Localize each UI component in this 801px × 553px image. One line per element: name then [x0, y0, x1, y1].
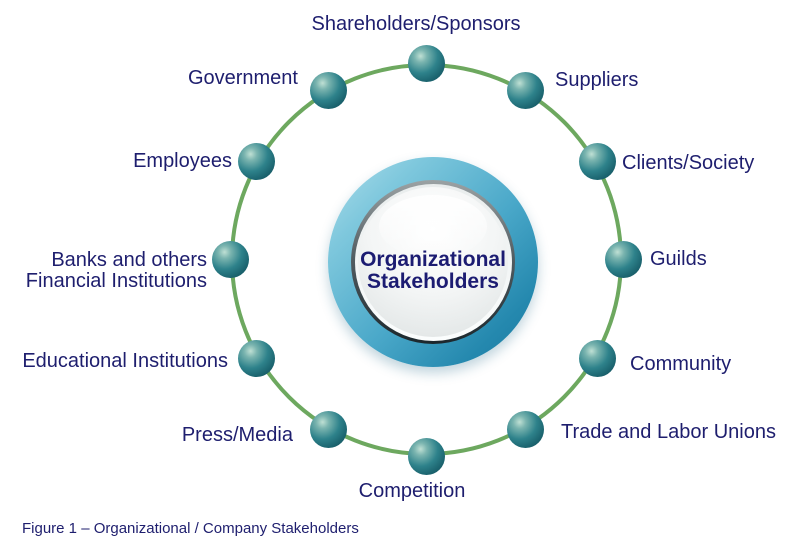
center-button: Organizational Stakeholders: [328, 157, 538, 367]
stakeholder-node-guilds: [605, 241, 642, 278]
stakeholder-node-employees: [238, 143, 275, 180]
stakeholder-node-press: [310, 411, 347, 448]
label-suppliers: Suppliers: [555, 69, 639, 91]
stakeholder-node-banks: [212, 241, 249, 278]
label-banks-financial-institutions: Banks and others Financial Institutions: [25, 249, 207, 292]
stakeholder-node-government: [310, 72, 347, 109]
center-button-light-rim: Organizational Stakeholders: [354, 183, 512, 341]
label-educational-institutions: Educational Institutions: [22, 350, 228, 372]
label-shareholders-sponsors: Shareholders/Sponsors: [311, 13, 521, 35]
stakeholder-node-educational: [238, 340, 275, 377]
figure-caption: Figure 1 – Organizational / Company Stak…: [22, 520, 359, 537]
stakeholder-node-suppliers: [507, 72, 544, 109]
center-button-face: Organizational Stakeholders: [358, 187, 508, 337]
label-clients-society: Clients/Society: [622, 152, 755, 174]
label-trade-labor-unions: Trade and Labor Unions: [561, 421, 776, 443]
label-government: Government: [187, 67, 298, 89]
label-employees: Employees: [133, 150, 232, 172]
stakeholder-node-competition: [408, 438, 445, 475]
center-button-label: Organizational Stakeholders: [360, 248, 506, 293]
center-button-dark-ring: Organizational Stakeholders: [351, 180, 515, 344]
stakeholder-node-clients: [579, 143, 616, 180]
label-guilds: Guilds: [650, 248, 707, 270]
label-competition: Competition: [358, 480, 466, 502]
label-community: Community: [630, 353, 732, 375]
stakeholder-node-community: [579, 340, 616, 377]
stakeholder-node-shareholders: [408, 45, 445, 82]
label-press-media: Press/Media: [181, 424, 293, 446]
stakeholder-node-trade-unions: [507, 411, 544, 448]
